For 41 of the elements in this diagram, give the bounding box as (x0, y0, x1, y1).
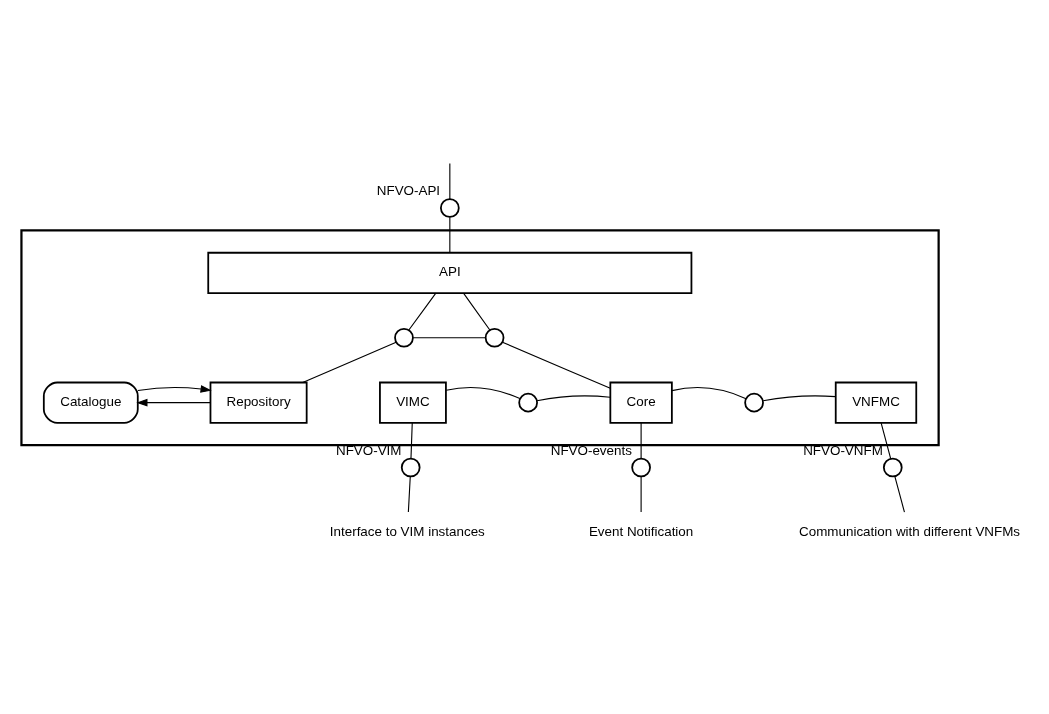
node-box: VIMC (379, 381, 447, 424)
node-text: Event Notification (588, 523, 694, 539)
connector (880, 421, 892, 459)
node-box: Catalogue (42, 381, 139, 424)
connector (412, 336, 486, 338)
node-box: VNFMC (834, 381, 918, 424)
connector (671, 386, 747, 399)
cluster (20, 228, 940, 446)
connector (894, 475, 905, 513)
connector (536, 394, 611, 401)
node-circle (744, 392, 764, 412)
connector (449, 216, 451, 253)
node-label: NFVO-API (376, 182, 441, 198)
node-label: NFVO-VIM (335, 442, 402, 458)
node-text: Interface to VIM instances (329, 523, 485, 539)
node-circle (518, 392, 538, 412)
node-label: NFVO-events (550, 442, 632, 458)
node-circle (400, 457, 421, 477)
node-text: Communication with different VNFMs (799, 523, 1021, 539)
connector (762, 394, 836, 401)
node-circle (440, 197, 460, 218)
connector (410, 421, 413, 459)
arrow (136, 398, 211, 407)
node-circle (882, 457, 903, 477)
connector (640, 421, 642, 459)
node-circle (484, 327, 505, 348)
node-box: API (207, 251, 693, 294)
connector (445, 386, 521, 399)
node-label: NFVO-VNFM (803, 442, 883, 458)
node-box: Repository (209, 381, 308, 424)
connector (449, 162, 451, 199)
connector (408, 292, 437, 331)
node-circle (631, 457, 651, 477)
arrow (137, 384, 212, 393)
connector (462, 292, 491, 331)
connector (640, 475, 642, 513)
node-circle (394, 327, 414, 348)
connector (302, 341, 397, 383)
connector (501, 341, 611, 389)
connector (407, 475, 411, 513)
node-box: Core (609, 381, 673, 424)
